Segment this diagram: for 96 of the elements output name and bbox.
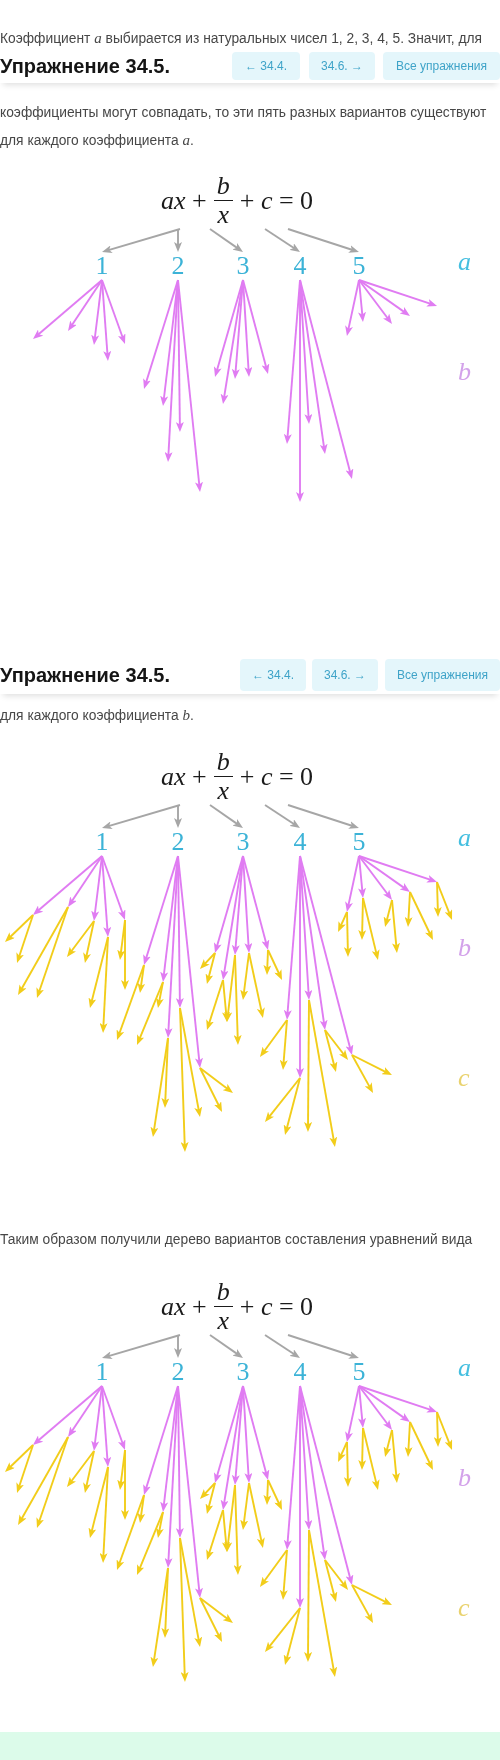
arrow <box>358 855 410 892</box>
number-label: 2 <box>166 1358 190 1386</box>
arrow <box>177 855 203 1068</box>
arrow <box>358 855 392 900</box>
arrow <box>264 1334 300 1359</box>
arrow <box>242 1385 253 1483</box>
number-label: 3 <box>231 1358 255 1386</box>
arrow <box>213 855 244 953</box>
exercise-heading: Упражнение 34.5. <box>0 663 171 687</box>
arrow <box>358 855 366 898</box>
level-label: c <box>458 1064 470 1092</box>
arrow <box>264 228 300 253</box>
arrow <box>242 279 270 375</box>
number-label: 5 <box>347 252 371 280</box>
arrow <box>242 855 270 951</box>
text-line: для каждого коэффициента a. <box>0 131 194 150</box>
arrow <box>33 855 103 916</box>
arrow <box>242 279 253 377</box>
level-label: b <box>458 358 471 386</box>
arrow <box>33 279 103 340</box>
prev-button: ← 34.4. <box>232 52 300 80</box>
level-label: a <box>458 824 471 852</box>
arrow <box>174 804 182 828</box>
arrow <box>264 804 300 829</box>
level-label: b <box>458 1464 471 1492</box>
arrow <box>287 228 359 253</box>
arrow <box>358 1385 366 1428</box>
arrow <box>33 1385 103 1446</box>
arrow <box>299 279 328 455</box>
number-label: 1 <box>90 828 114 856</box>
arrow <box>101 855 126 920</box>
number-label: 3 <box>231 828 255 856</box>
arrow <box>358 279 410 316</box>
number-label: 4 <box>288 828 312 856</box>
number-label: 5 <box>347 828 371 856</box>
arrow <box>68 279 103 331</box>
level-label: a <box>458 1354 471 1382</box>
arrow <box>101 1385 126 1450</box>
prev-button: ← 34.4. <box>240 659 306 691</box>
arrow <box>68 855 103 907</box>
arrow <box>287 1334 359 1359</box>
arrow <box>143 279 179 389</box>
arrow <box>358 1385 438 1413</box>
arrow <box>242 1385 270 1481</box>
arrow <box>143 855 179 965</box>
arrow <box>299 279 354 480</box>
arrow <box>209 1334 243 1358</box>
text-line: для каждого коэффициента b. <box>0 706 194 725</box>
number-label: 4 <box>288 252 312 280</box>
number-label: 1 <box>90 252 114 280</box>
all-exercises-button: Все упражнения <box>383 52 500 80</box>
arrow <box>101 279 126 344</box>
text-line: коэффициенты могут совпадать, то эти пять разных вариантов существуют <box>0 104 487 122</box>
arrow <box>358 279 438 307</box>
arrow <box>287 804 359 829</box>
text-line: Коэффициент a выбирается из натуральных чисел 1, 2, 3, 4, 5. Значит, для <box>0 29 483 48</box>
arrow <box>102 228 181 253</box>
arrow <box>299 855 328 1031</box>
level-label: c <box>458 1594 470 1622</box>
arrow <box>299 1385 328 1561</box>
level-label: a <box>458 248 471 276</box>
arrow <box>174 1334 182 1358</box>
number-label: 5 <box>347 1358 371 1386</box>
number-label: 3 <box>231 252 255 280</box>
next-button: 34.6. → <box>309 52 375 80</box>
arrow <box>358 1385 410 1422</box>
arrow <box>299 855 354 1056</box>
arrow <box>68 1385 103 1437</box>
arrow <box>213 1385 244 1483</box>
arrow <box>345 1385 360 1442</box>
next-button: 34.6. → <box>312 659 378 691</box>
text-line: Таким образом получили дерево вариантов составления уравнений вида <box>0 1231 473 1249</box>
arrow <box>213 279 244 377</box>
arrow <box>143 1385 179 1495</box>
arrow <box>358 1385 392 1430</box>
arrow <box>358 855 438 883</box>
arrow <box>358 279 392 324</box>
all-exercises-button: Все упражнения <box>385 659 500 691</box>
number-label: 2 <box>166 252 190 280</box>
level-label: b <box>458 934 471 962</box>
number-label: 4 <box>288 1358 312 1386</box>
arrow <box>209 228 243 252</box>
arrow <box>174 228 182 252</box>
arrow <box>177 1385 203 1598</box>
arrow <box>209 804 243 828</box>
arrow <box>102 1334 181 1359</box>
arrow <box>102 804 181 829</box>
arrow <box>242 855 253 953</box>
arrow <box>358 279 366 322</box>
arrow <box>345 855 360 912</box>
arrow <box>299 1385 354 1586</box>
arrow <box>177 279 203 492</box>
number-label: 1 <box>90 1358 114 1386</box>
number-label: 2 <box>166 828 190 856</box>
arrow <box>345 279 360 336</box>
exercise-heading: Упражнение 34.5. <box>0 54 171 78</box>
